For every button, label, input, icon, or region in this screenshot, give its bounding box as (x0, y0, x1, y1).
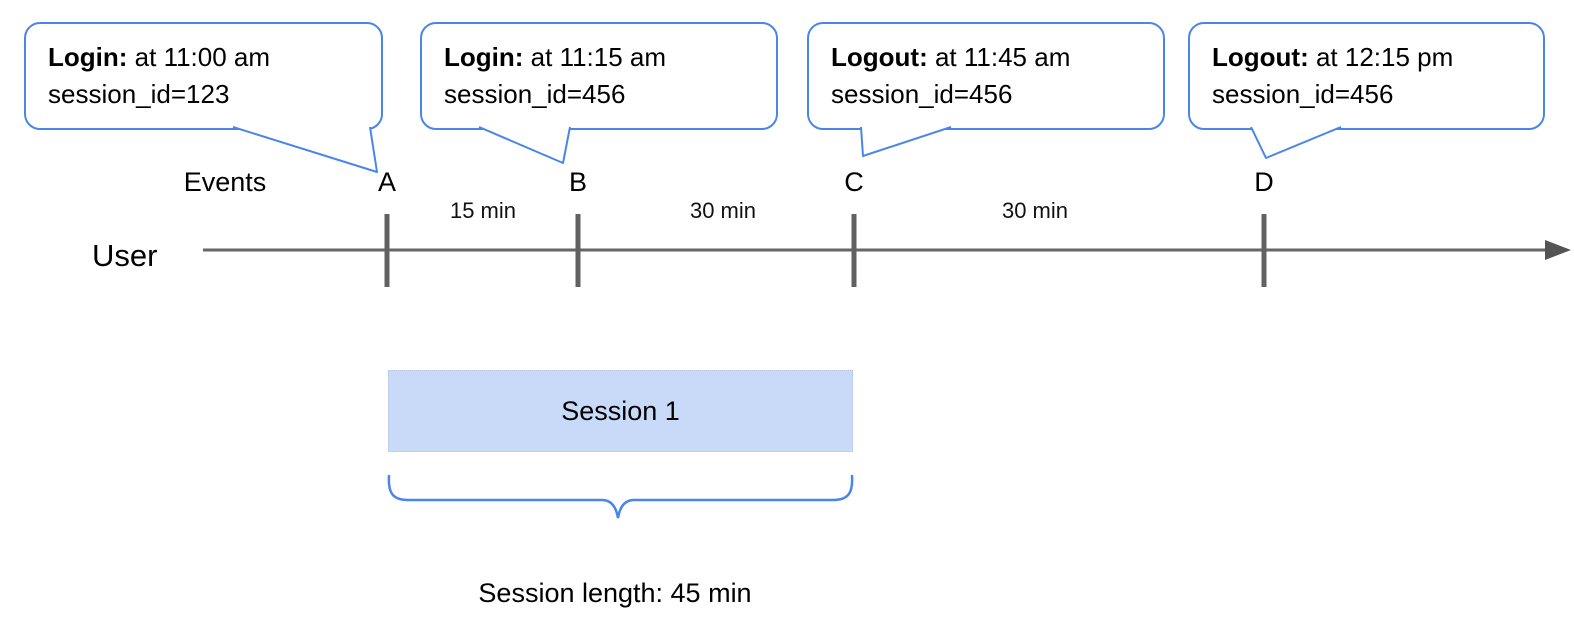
callout-event-d: Logout: at 12:15 pm session_id=456 (1188, 22, 1545, 130)
event-time-text: at 11:00 am (134, 42, 271, 72)
callout-line-1: Login: at 11:15 am (444, 39, 766, 76)
session-brace (387, 474, 854, 519)
callout-event-a: Login: at 11:00 am session_id=123 (24, 22, 383, 130)
event-type-label: Login: (444, 42, 524, 72)
callout-tail-c (860, 126, 952, 157)
event-type-label: Login: (48, 42, 128, 72)
callout-line-1: Logout: at 11:45 am (831, 39, 1153, 76)
event-marker-d: D (1254, 167, 1274, 197)
callout-line-2: session_id=456 (444, 79, 626, 109)
event-time-text: at 12:15 pm (1315, 42, 1454, 72)
callout-event-b: Login: at 11:15 am session_id=456 (420, 22, 778, 130)
session-length-label: Session length: 45 min (478, 578, 752, 608)
callout-tail-d (1250, 126, 1342, 159)
event-marker-c: C (844, 167, 864, 197)
event-type-label: Logout: (1212, 42, 1309, 72)
event-marker-b: B (568, 167, 588, 197)
callout-line-1: Logout: at 12:15 pm (1212, 39, 1533, 76)
timeline-arrowhead-icon (1545, 240, 1571, 260)
timeline-axis-label: User (92, 238, 158, 273)
event-time-text: at 11:15 am (530, 42, 667, 72)
callout-line-1: Login: at 11:00 am (48, 39, 371, 76)
callout-line-2: session_id=123 (48, 79, 230, 109)
interval-label-a-b: 15 min (449, 198, 517, 223)
event-time-text: at 11:45 am (934, 42, 1071, 72)
events-row-label: Events (183, 167, 267, 197)
callout-tail-b (478, 126, 571, 164)
interval-label-c-d: 30 min (1001, 198, 1069, 223)
interval-label-b-c: 30 min (689, 198, 757, 223)
callout-tail-a (232, 126, 378, 173)
event-type-label: Logout: (831, 42, 928, 72)
session-1-box-label: Session 1 (561, 395, 680, 426)
callout-line-2: session_id=456 (831, 79, 1013, 109)
callout-line-2: session_id=456 (1212, 79, 1394, 109)
session-1-box: Session 1 (388, 370, 853, 452)
event-marker-a: A (377, 167, 397, 197)
callout-event-c: Logout: at 11:45 am session_id=456 (807, 22, 1165, 130)
